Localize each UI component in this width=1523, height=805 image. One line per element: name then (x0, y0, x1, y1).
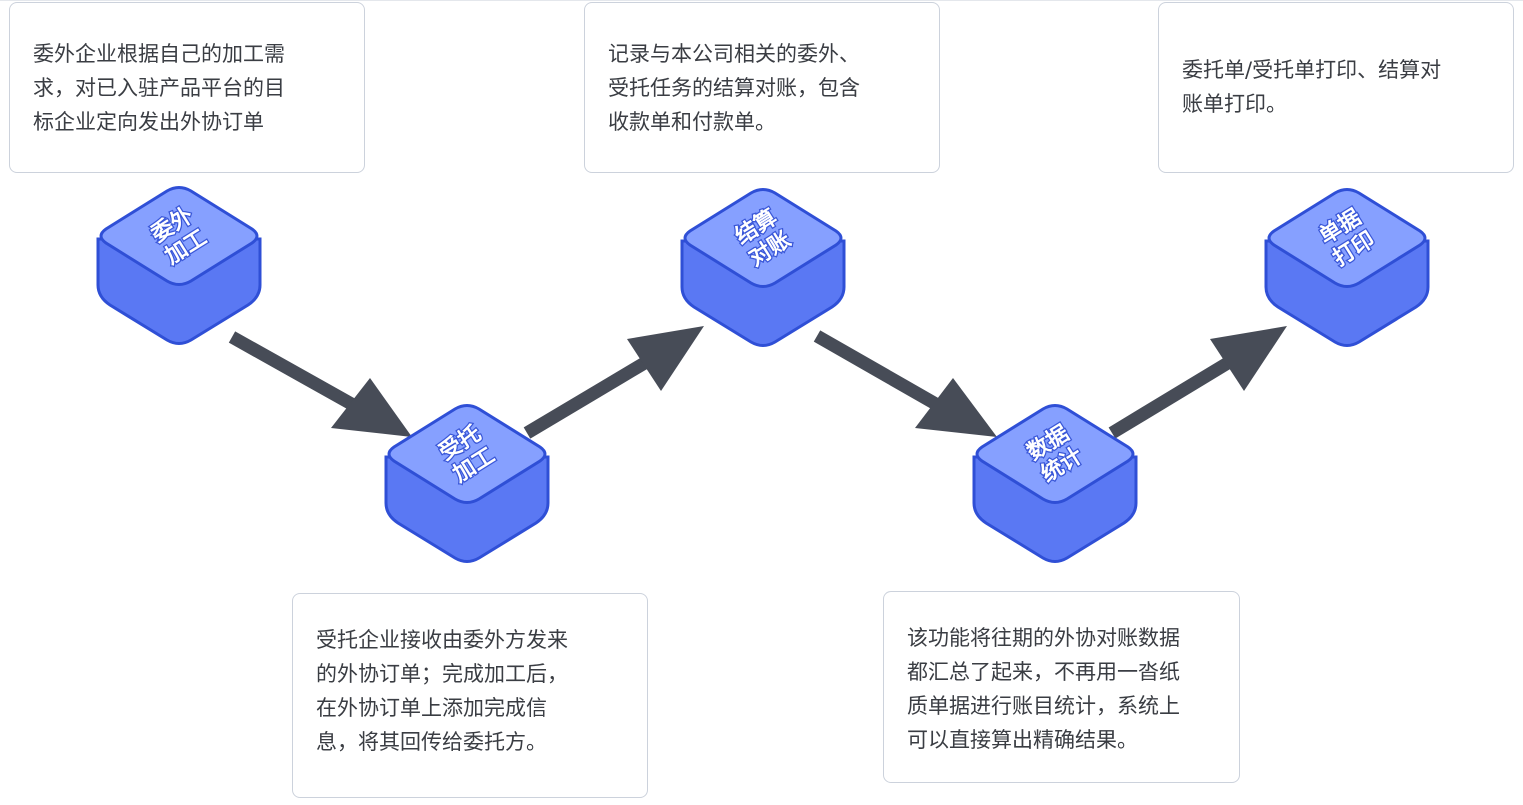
description-text: 记录与本公司相关的委外、 受托任务的结算对账，包含 收款单和付款单。 (608, 42, 860, 134)
description-text: 委外企业根据自己的加工需 求，对已入驻产品平台的目 标企业定向发出外协订单 (33, 42, 285, 134)
description-card-document-printing: 委托单/受托单打印、结算对 账单打印。 (1158, 2, 1514, 173)
node-data-statistics[interactable]: 数据 统计 (972, 404, 1138, 563)
node-outsourced-processing[interactable]: 委外 加工 (96, 186, 262, 345)
description-card-contracted-processing: 受托企业接收由委外方发来 的外协订单；完成加工后， 在外协订单上添加完成信 息，… (292, 593, 648, 798)
node-contracted-processing[interactable]: 受托 加工 (384, 404, 550, 563)
flow-arrow-2 (523, 326, 704, 439)
description-card-outsourced-processing: 委外企业根据自己的加工需 求，对已入驻产品平台的目 标企业定向发出外协订单 (9, 2, 365, 173)
description-text: 该功能将往期的外协对账数据 都汇总了起来，不再用一沓纸 质单据进行账目统计，系统… (907, 626, 1180, 752)
flow-arrow-1 (228, 331, 412, 437)
description-text: 委托单/受托单打印、结算对 账单打印。 (1182, 58, 1442, 116)
node-settlement-reconciliation[interactable]: 结算 对账 (680, 188, 846, 347)
top-divider (0, 0, 1523, 1)
description-text: 受托企业接收由委外方发来 的外协订单；完成加工后， 在外协订单上添加完成信 息，… (316, 628, 568, 754)
description-card-settlement-reconciliation: 记录与本公司相关的委外、 受托任务的结算对账，包含 收款单和付款单。 (584, 2, 940, 173)
description-card-data-statistics: 该功能将往期的外协对账数据 都汇总了起来，不再用一沓纸 质单据进行账目统计，系统… (883, 591, 1240, 783)
flow-arrow-4 (1108, 326, 1287, 439)
node-document-printing[interactable]: 单据 打印 (1264, 188, 1430, 347)
flow-arrow-3 (813, 330, 997, 437)
